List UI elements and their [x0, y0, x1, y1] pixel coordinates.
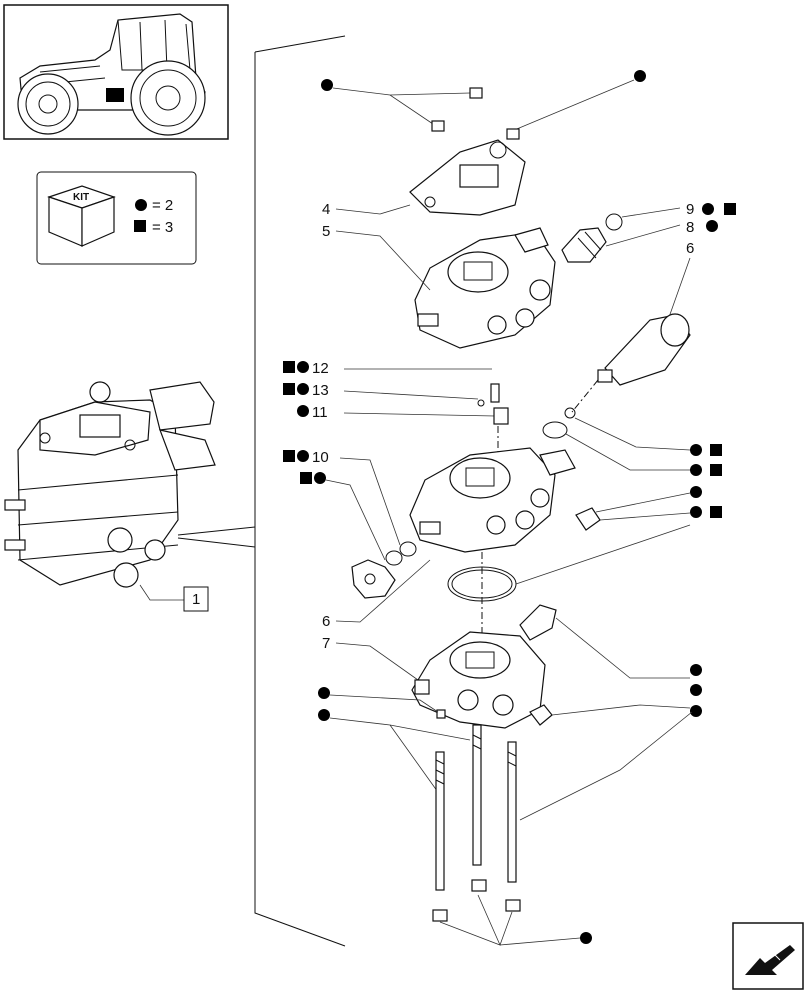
kit-square-count: = 3	[152, 219, 173, 236]
part-6-cylinder	[597, 313, 691, 386]
callout-8: 8	[686, 219, 694, 236]
kit-legend: KIT = 2 = 3	[36, 171, 197, 265]
part-5-section	[414, 227, 556, 349]
callout-6a: 6	[686, 240, 694, 257]
kit-box-icon: KIT	[47, 185, 116, 247]
part-4-cover	[409, 139, 526, 216]
ball	[477, 399, 485, 407]
kit-circle-icon	[135, 199, 147, 211]
callout-10: 10	[312, 449, 329, 466]
assembled-valve	[4, 381, 216, 588]
part-6-flange	[351, 559, 396, 599]
kit-label: KIT	[73, 192, 89, 203]
callout-1: 1	[192, 591, 200, 608]
nut	[506, 128, 520, 140]
part-7-section	[411, 631, 546, 729]
callout-5: 5	[322, 223, 330, 240]
callout-12: 12	[312, 360, 329, 377]
nut	[431, 120, 445, 132]
spool-lower	[519, 604, 557, 641]
callout-13: 13	[312, 382, 329, 399]
callout-4: 4	[322, 201, 330, 218]
tractor-thumbnail	[3, 4, 229, 140]
middle-section	[409, 447, 576, 553]
callout-7: 7	[322, 635, 330, 652]
callout-6b: 6	[322, 613, 330, 630]
nut	[469, 87, 483, 99]
tie-rods	[435, 724, 517, 891]
kit-square-icon	[134, 220, 146, 232]
next-page-arrow-icon[interactable]	[732, 922, 804, 990]
kit-circle-count: = 2	[152, 197, 173, 214]
callout-11: 11	[312, 404, 328, 421]
plug	[493, 407, 509, 425]
set-screw	[490, 383, 500, 403]
part-8-spool	[561, 227, 607, 263]
callout-9: 9	[686, 201, 694, 218]
part-9-oring	[605, 213, 623, 231]
